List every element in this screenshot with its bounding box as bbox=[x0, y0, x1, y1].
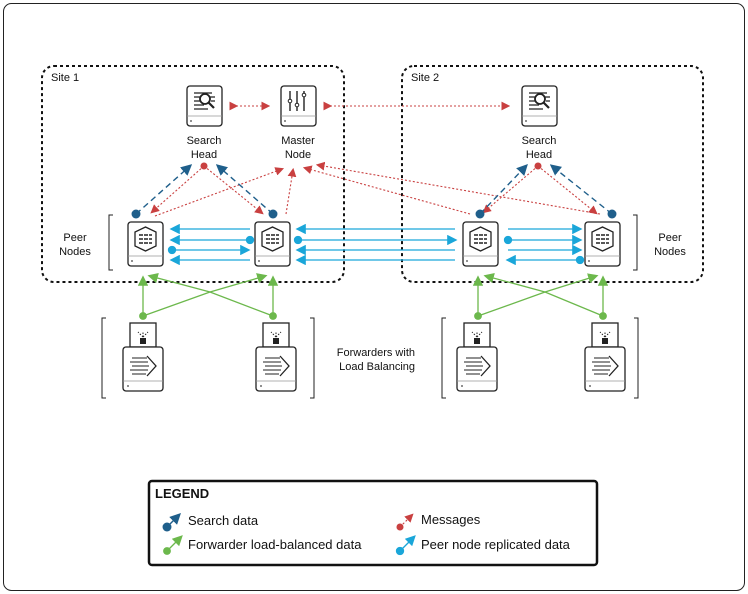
replication-arrows bbox=[167, 223, 585, 266]
peer-node-icon bbox=[462, 221, 499, 267]
message-arrow bbox=[203, 165, 264, 215]
forwarder-icon bbox=[456, 322, 498, 392]
legend-title: LEGEND bbox=[155, 486, 209, 501]
search-data-legend-icon bbox=[162, 513, 181, 532]
forwarders-bracket bbox=[101, 317, 106, 399]
site-2: Site 2 bbox=[401, 65, 704, 283]
master-node-icon bbox=[280, 85, 317, 127]
search-head-2-icon bbox=[520, 84, 559, 128]
forwarder-data-legend-icon bbox=[163, 535, 183, 555]
legend-box bbox=[147, 479, 599, 567]
forwarders-bracket bbox=[634, 317, 639, 399]
forwarders-bracket bbox=[310, 317, 315, 399]
search-head-1-icon bbox=[185, 84, 224, 128]
site-2-boundary bbox=[401, 65, 704, 283]
message-arrow bbox=[154, 167, 285, 217]
search-head-2-label-line2: Head bbox=[526, 149, 552, 161]
peer-node-icon bbox=[127, 221, 164, 267]
site-1: Site 1 bbox=[41, 65, 345, 283]
search-data-arrow bbox=[131, 164, 193, 219]
message-arrow bbox=[302, 165, 471, 215]
site-1-label: Site 1 bbox=[51, 72, 79, 84]
legend-messages: Messages bbox=[421, 512, 481, 527]
replicated-data-legend-icon bbox=[395, 535, 416, 556]
search-head-1-label-line1: Search bbox=[187, 135, 222, 147]
messages-legend-icon bbox=[396, 513, 414, 531]
forwarders-bracket bbox=[441, 317, 446, 399]
peer-nodes-right-label-line2: Nodes bbox=[654, 246, 686, 258]
legend-forwarder-data: Forwarder load-balanced data bbox=[188, 537, 362, 552]
site-1-boundary bbox=[41, 65, 345, 283]
forwarder-arrow bbox=[483, 273, 604, 317]
peer-nodes-right-label-line1: Peer bbox=[658, 232, 682, 244]
legend-replicated-data: Peer node replicated data bbox=[421, 537, 571, 552]
master-node-label-line1: Master bbox=[281, 135, 315, 147]
search-head-2-label-line1: Search bbox=[522, 135, 557, 147]
diagram-frame bbox=[3, 3, 745, 591]
master-node-label-line2: Node bbox=[285, 149, 311, 161]
search-data-arrows bbox=[131, 163, 617, 219]
legend-search-data: Search data bbox=[188, 513, 259, 528]
peer-nodes-left-label-line2: Nodes bbox=[59, 246, 91, 258]
forwarder-icon bbox=[255, 322, 297, 392]
site-2-label: Site 2 bbox=[411, 72, 439, 84]
legend: LEGEND Search data Messages Forwarder lo… bbox=[147, 479, 599, 567]
forwarder-icon bbox=[122, 322, 164, 392]
peer-nodes-bracket-right bbox=[633, 214, 638, 271]
peer-node-icon bbox=[254, 221, 291, 267]
forwarders-label-line1: Forwarders with bbox=[337, 347, 415, 359]
message-arrow bbox=[285, 167, 297, 215]
search-data-arrow bbox=[215, 164, 278, 219]
message-arrow bbox=[150, 162, 208, 214]
peer-nodes-left-label-line1: Peer bbox=[63, 232, 87, 244]
search-head-1-label-line2: Head bbox=[191, 149, 217, 161]
forwarder-icon bbox=[584, 322, 626, 392]
peer-nodes-bracket-left bbox=[108, 214, 113, 271]
forwarder-arrow bbox=[147, 272, 274, 317]
message-arrow bbox=[482, 162, 542, 214]
search-data-arrow bbox=[549, 164, 617, 219]
message-arrow bbox=[537, 165, 598, 215]
forwarders-label-line2: Load Balancing bbox=[339, 361, 415, 373]
forwarder-arrows bbox=[137, 272, 609, 320]
search-data-arrow bbox=[475, 163, 528, 219]
peer-node-icon bbox=[584, 221, 621, 267]
message-arrow bbox=[315, 161, 601, 215]
